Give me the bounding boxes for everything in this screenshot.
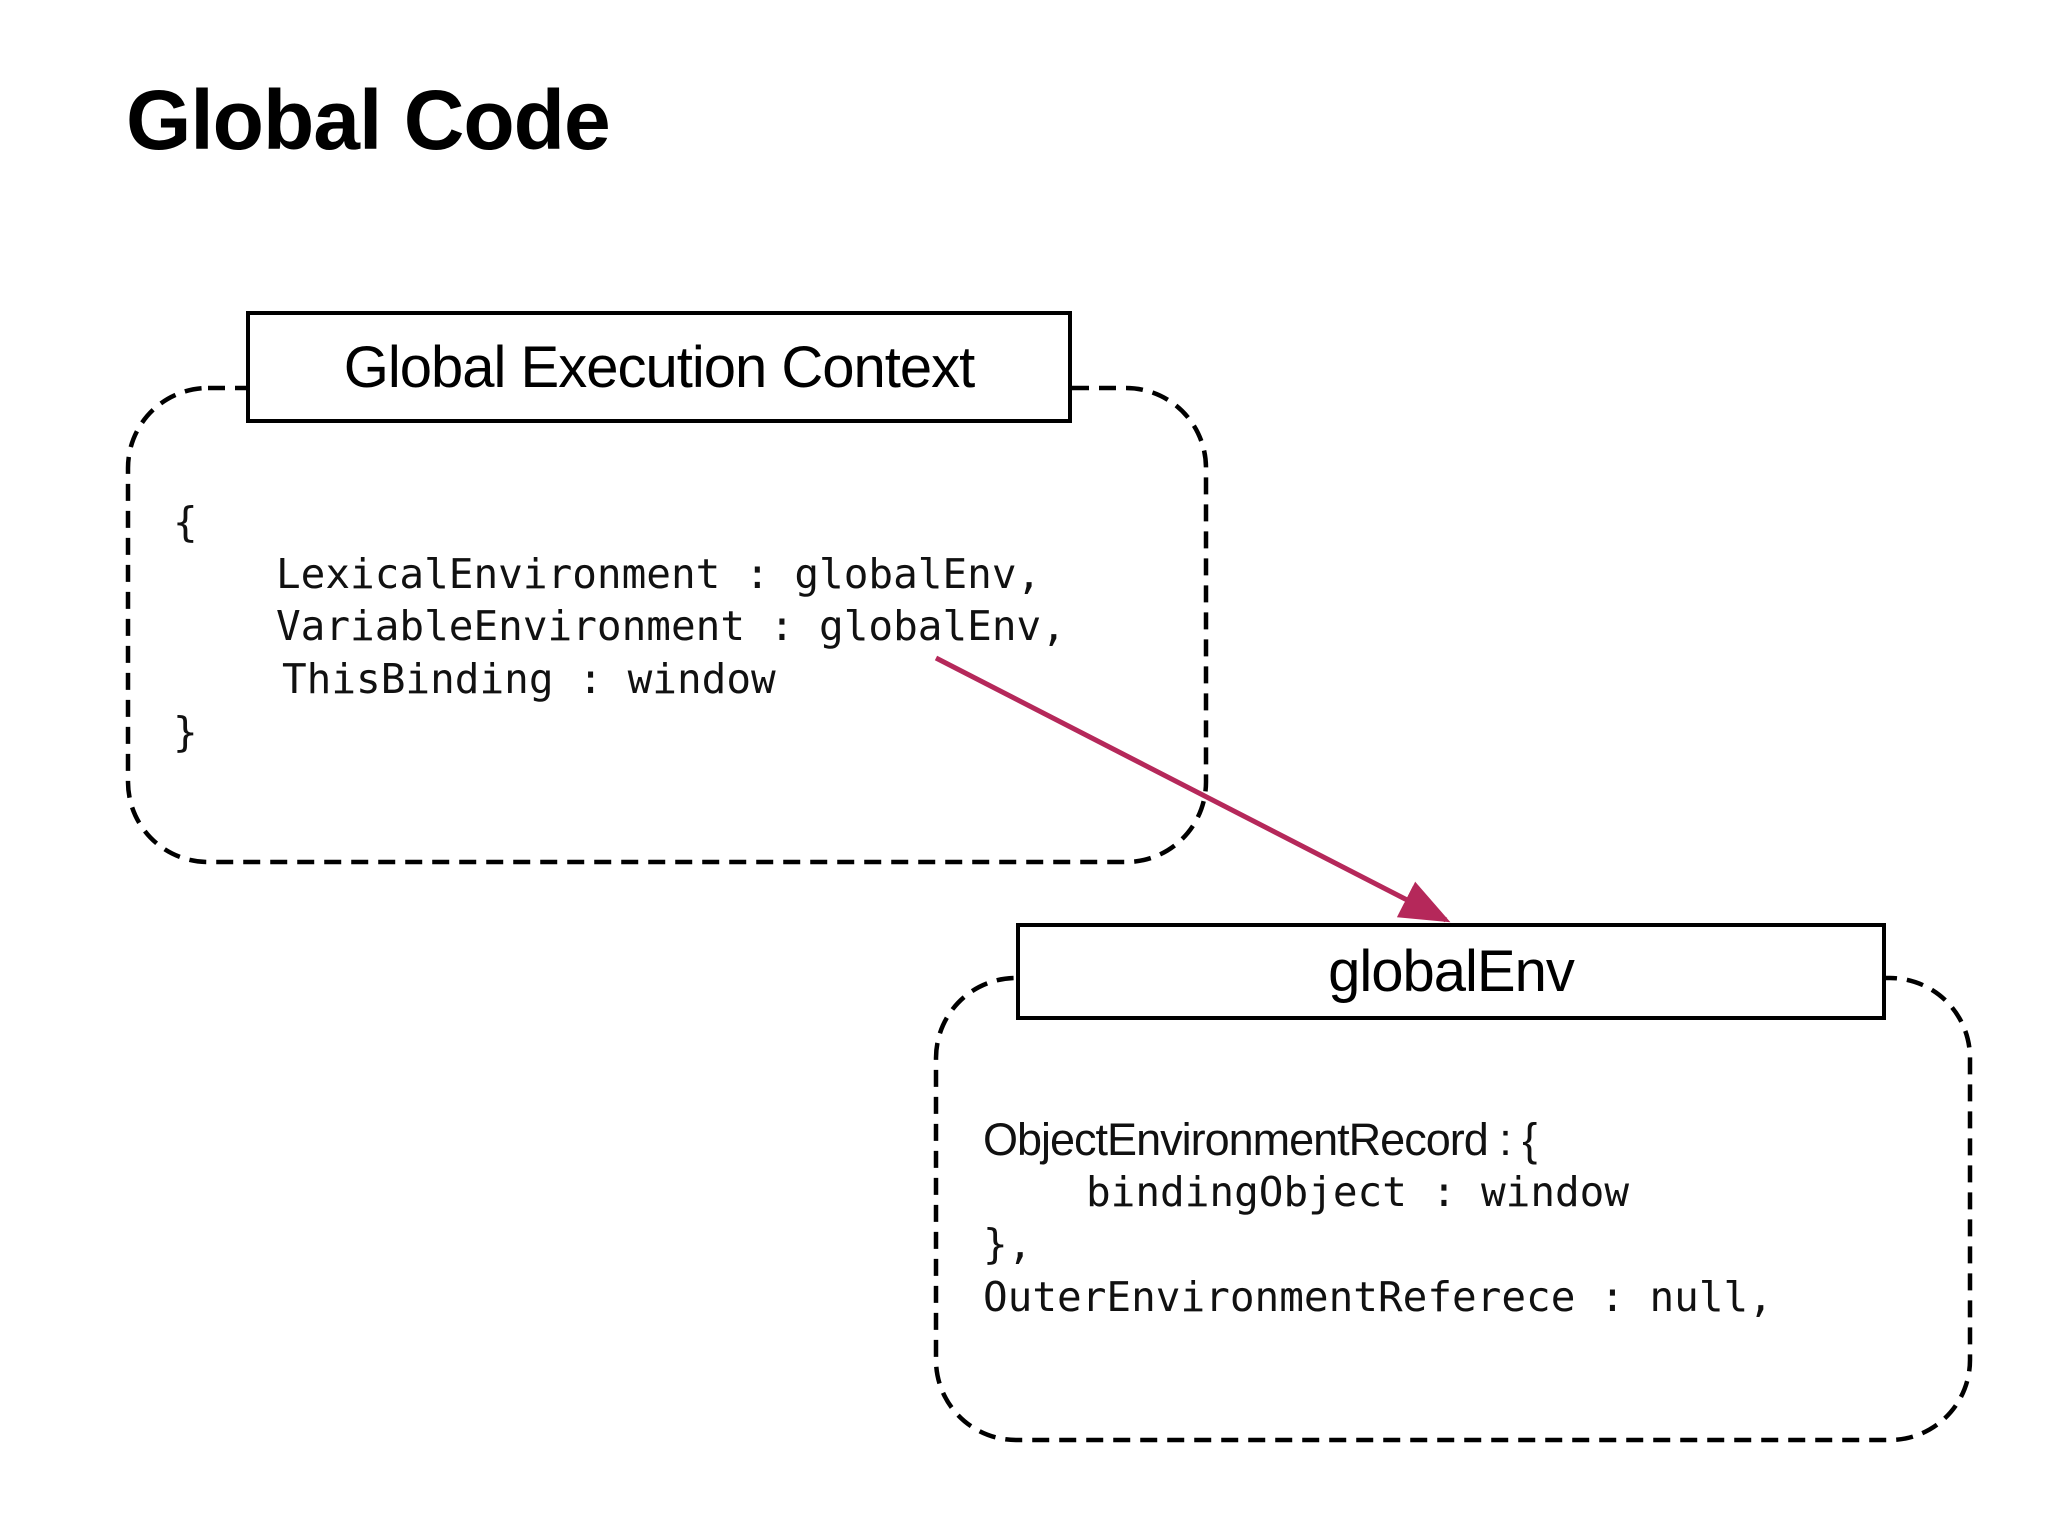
slide-title: Global Code <box>126 73 611 167</box>
global-env-label: globalEnv <box>1016 923 1886 1020</box>
object-record-close-line: }, <box>983 1220 1033 1268</box>
this-binding-line: ThisBinding : window <box>282 655 776 703</box>
context-close-brace: } <box>173 708 198 756</box>
binding-object-line: bindingObject : window <box>1086 1168 1630 1216</box>
object-record-open-line: ObjectEnvironmentRecord : { <box>983 1114 1537 1165</box>
outer-reference-line: OuterEnvironmentReferece : null, <box>983 1273 1773 1321</box>
execution-context-label: Global Execution Context <box>246 311 1072 423</box>
lexical-environment-line: LexicalEnvironment : globalEnv, <box>276 550 1042 598</box>
variable-environment-line: VariableEnvironment : globalEnv, <box>276 602 1066 650</box>
reference-arrow <box>934 655 1451 923</box>
context-open-brace: { <box>173 498 198 546</box>
